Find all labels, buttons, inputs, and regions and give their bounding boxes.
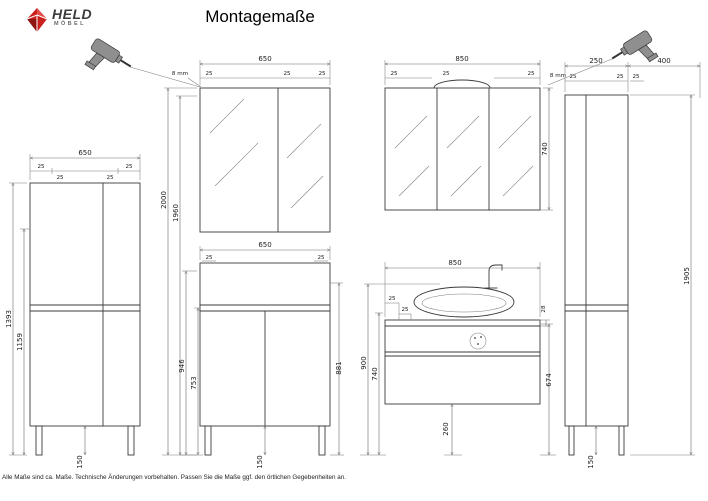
dim-height-inner-tall-left: 1159: [16, 333, 24, 351]
dim-width-a-tall-right: 250: [589, 57, 602, 65]
dim-plinth-tall-right: 150: [587, 455, 595, 468]
dim-height-right-vanity: 674: [545, 373, 553, 387]
dim-mount-top: 2000: [160, 191, 168, 209]
drill-icon-right: [611, 30, 659, 63]
dim-inset: 25: [318, 71, 326, 77]
dim-plinth-base-mid: 150: [256, 455, 264, 468]
dims-mirror-large: 850 25 25 25 740 8 mm: [384, 55, 566, 211]
drill-icon-left: [84, 38, 132, 71]
dim-inset: 25: [569, 74, 577, 80]
dims-tall-right: 250 400 25 25 25 1905 150: [564, 57, 701, 469]
dim-inset: 25: [205, 71, 213, 77]
dim-inset: 25: [37, 164, 45, 170]
dims-vanity: 850 25 25 28 900 740 674 260: [360, 259, 556, 456]
disclaimer-text: Alle Maße sind ca. Maße. Technische Ände…: [2, 474, 346, 481]
vanity-unit: [384, 264, 541, 405]
dim-inset: 25: [106, 175, 114, 181]
faucet-icon: [488, 264, 503, 289]
dim-height-door-base-mid: 753: [190, 376, 198, 389]
drill-note-right: 8 mm: [550, 73, 566, 79]
washbasin: [413, 286, 515, 318]
dim-inset: 25: [283, 71, 291, 77]
mirror-light: [433, 79, 491, 89]
dims-mirror-small: 650 25 25 25 8 mm 2000 1960: [160, 55, 331, 456]
dim-inset: 25: [442, 71, 450, 77]
dims-tall-left: 650 25 25 25 25 1393 1159 150: [5, 149, 141, 469]
brand-subtitle: MÖBEL: [54, 21, 86, 27]
dim-height-tall-right: 1905: [683, 267, 691, 285]
dim-inset: 25: [388, 296, 396, 302]
drill-leader-left: [129, 66, 201, 88]
drill-note-left: 8 mm: [172, 71, 188, 77]
page-title: Montagemaße: [205, 7, 315, 26]
dim-inset: 25: [401, 307, 409, 313]
dim-height-basin-vanity: 740: [371, 367, 379, 380]
dim-plinth-tall-left: 150: [76, 455, 84, 468]
dim-width-vanity: 850: [448, 259, 461, 267]
dim-width-base-mid: 650: [258, 241, 271, 249]
dim-inset: 25: [56, 175, 64, 181]
dim-width-b-tall-right: 400: [657, 57, 670, 65]
dim-height-mirror-large: 740: [541, 142, 549, 155]
dim-height-right-base-mid: 881: [335, 361, 343, 374]
dim-inset: 25: [125, 164, 133, 170]
dim-inset: 25: [632, 74, 640, 80]
brand-name: HELD: [52, 6, 93, 22]
dim-inset: 25: [616, 74, 624, 80]
dim-height-left-base-mid: 946: [178, 359, 186, 373]
dim-height-tall-left: 1393: [5, 310, 13, 328]
dims-base-mid: 650 25 25 946 753 881 150: [178, 241, 344, 469]
brand-logo: HELD MÖBEL: [26, 7, 92, 33]
dim-inset: 25: [205, 255, 213, 261]
dim-width-tall-left: 650: [78, 149, 91, 157]
dim-top-offset: 28: [541, 305, 547, 313]
dim-inset: 25: [390, 71, 398, 77]
brand-diamond-icon: [26, 8, 48, 32]
drill-leader-right: [547, 58, 613, 86]
cabinet-tall-right: [564, 94, 629, 456]
dim-bottom-clearance: 260: [442, 422, 450, 435]
knob-ornament: [469, 332, 487, 350]
dim-inset: 25: [317, 255, 325, 261]
dim-inset: 25: [527, 71, 535, 77]
cabinet-tall-left: [29, 182, 141, 456]
cabinet-mirror-large: [384, 79, 541, 211]
dim-width-mirror-small: 650: [258, 55, 271, 63]
dim-height-total-vanity: 900: [360, 356, 368, 369]
dim-mount-inner: 1960: [172, 204, 180, 222]
dim-width-mirror-large: 850: [455, 55, 468, 63]
cabinet-mirror-small: [199, 87, 331, 233]
